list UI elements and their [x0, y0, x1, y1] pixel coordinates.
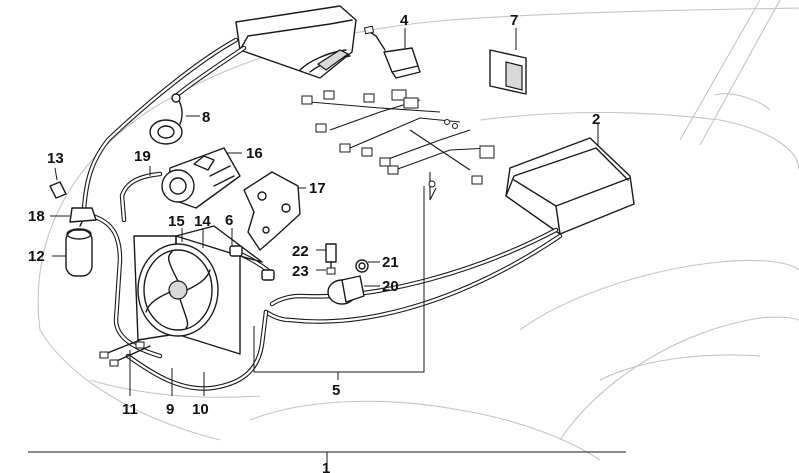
callout-8: 8 [202, 109, 210, 126]
pressure-switch-13 [49, 167, 67, 199]
module-7 [489, 28, 527, 95]
callout-20: 20 [382, 278, 399, 295]
leader-5 [253, 186, 425, 373]
fitting-6 [229, 228, 275, 281]
callout-16: 16 [246, 145, 263, 162]
hvac-unit-2 [505, 124, 635, 235]
callout-5: 5 [332, 382, 340, 399]
callout-18: 18 [28, 208, 45, 225]
callouts: 1 2 4 5 6 7 8 9 10 11 12 13 14 15 16 17 … [28, 12, 600, 473]
callout-23: 23 [292, 263, 309, 280]
bracket-17 [243, 171, 306, 251]
callout-10: 10 [192, 401, 209, 418]
callout-15: 15 [168, 213, 185, 230]
callout-17: 17 [309, 180, 326, 197]
callout-11: 11 [122, 401, 138, 418]
callout-13: 13 [47, 150, 64, 167]
expansion-valve-8 [149, 93, 200, 145]
callout-9: 9 [166, 401, 174, 418]
hose-set-9-10-11 [99, 339, 205, 396]
wiring-harness [301, 89, 495, 201]
fan-15 [137, 228, 219, 337]
callout-7: 7 [510, 12, 518, 29]
evaporator-housing [235, 5, 357, 79]
callout-21: 21 [382, 254, 399, 271]
callout-6: 6 [225, 212, 233, 229]
callout-12: 12 [28, 248, 45, 265]
callout-22: 22 [292, 243, 309, 260]
compressor-16 [161, 147, 242, 209]
callout-2: 2 [592, 111, 600, 128]
fitting-18 [50, 207, 97, 223]
callout-14: 14 [194, 213, 211, 230]
sensor-22-23 [316, 243, 337, 275]
refrigerant-pipes [81, 37, 563, 391]
callout-1: 1 [322, 460, 330, 473]
callout-4: 4 [400, 12, 409, 29]
receiver-drier-12 [52, 213, 93, 277]
control-unit-4 [363, 25, 421, 79]
switch-20-21 [327, 259, 380, 305]
callout-19: 19 [134, 148, 151, 165]
